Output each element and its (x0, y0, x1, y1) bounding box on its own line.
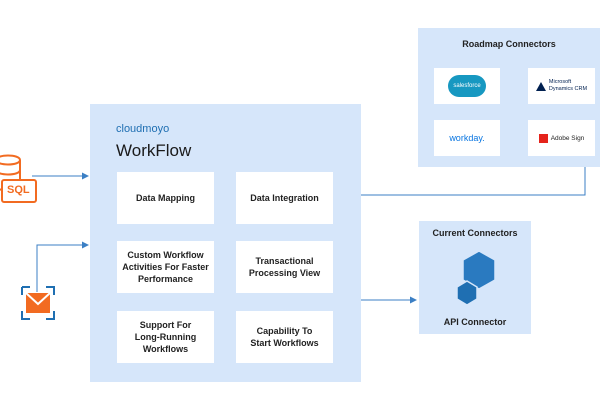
dynamics-icon (535, 81, 546, 91)
current-connectors-panel: Current Connectors API Connector (419, 221, 531, 334)
adobe-icon (538, 133, 548, 143)
salesforce-logo: salesforce (434, 68, 500, 104)
email-to-workflow-line (36, 241, 89, 292)
email-icon (20, 285, 56, 321)
sql-database-icon: SQL (0, 150, 40, 208)
api-connector-label: API Connector (443, 317, 507, 327)
feature-card-custom-workflow: Custom Workflow Activities For Faster Pe… (117, 241, 214, 293)
feature-card-transactional: Transactional Processing View (236, 241, 333, 293)
microsoft-dynamics-logo: Microsoft Dynamics CRM (528, 68, 595, 104)
sql-label: SQL (7, 184, 30, 196)
microsoft-label: Microsoft (548, 79, 572, 85)
feature-card-long-running: Support For Long-Running Workflows (117, 311, 214, 363)
api-hexagon-icon (449, 247, 505, 307)
feature-card-start-workflows: Capability To Start Workflows (236, 311, 333, 363)
workday-label: workday. (449, 133, 485, 143)
salesforce-label: salesforce (453, 83, 481, 89)
current-title: Current Connectors (432, 228, 518, 238)
feature-card-data-mapping: Data Mapping (117, 172, 214, 224)
adobe-sign-label: Adobe Sign (550, 134, 585, 142)
dynamics-crm-label: Dynamics CRM (548, 86, 588, 92)
feature-card-data-integration: Data Integration (236, 172, 333, 224)
workflow-to-roadmap-line (361, 159, 589, 196)
roadmap-title: Roadmap Connectors (462, 39, 556, 49)
workday-logo: workday. (434, 120, 500, 156)
cloudmoyo-logo: cloudmoyo (116, 123, 170, 135)
adobe-sign-logo: Adobe Sign (528, 120, 595, 156)
workflow-title: WorkFlow (116, 141, 192, 160)
